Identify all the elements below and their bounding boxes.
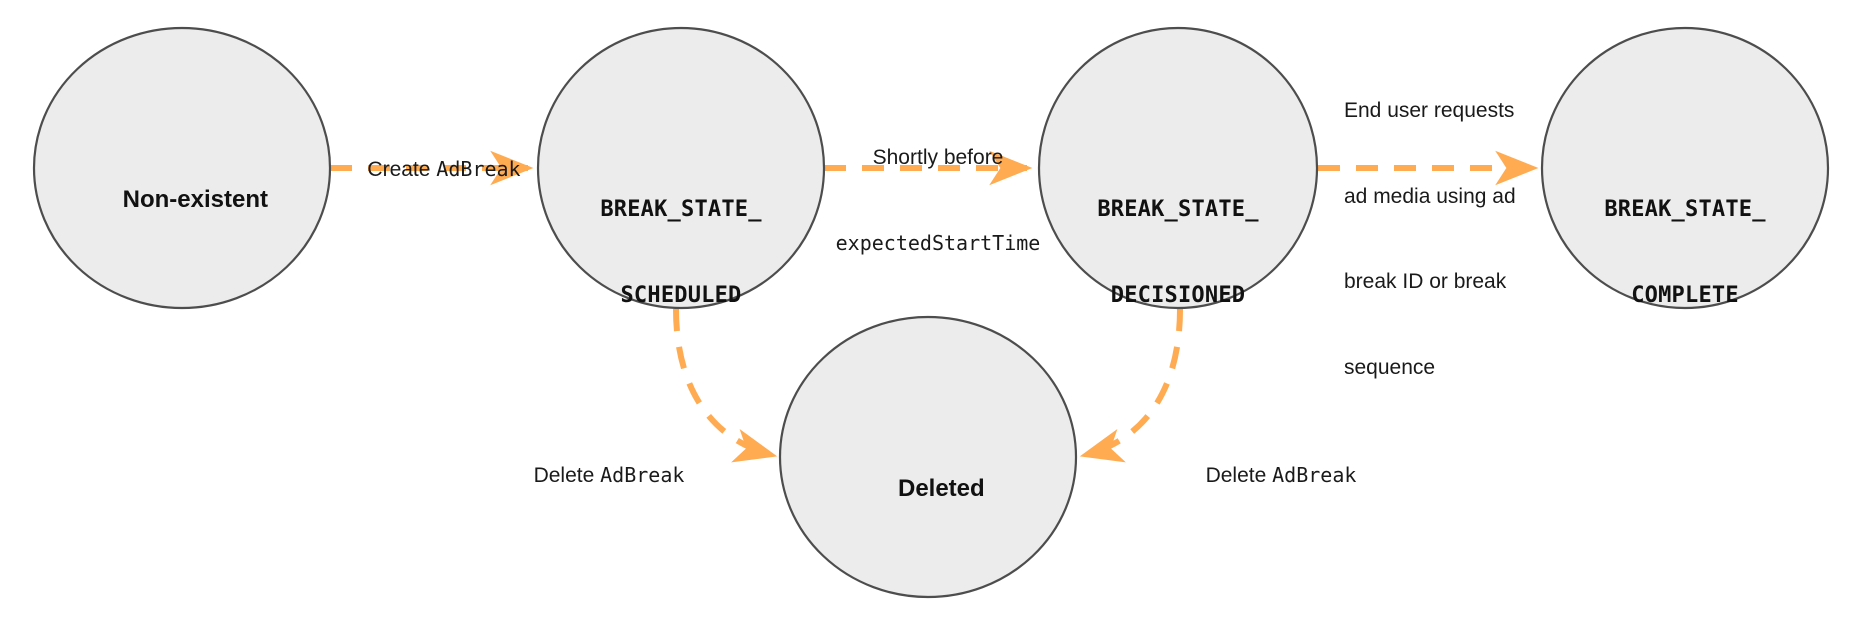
edge-label-end-user-line1: End user requests: [1344, 99, 1515, 123]
edge-label-create-adbreak-code: AdBreak: [436, 157, 521, 182]
edge-label-delete-scheduled-line1: Delete AdBreak: [519, 462, 699, 491]
edge-label-shortly-before: Shortly before expectedStartTime: [833, 87, 1043, 314]
edge-label-end-user-line4: sequence: [1344, 356, 1436, 380]
edge-label-shortly-before-line1: Shortly before: [872, 146, 1004, 170]
edge-label-end-user-line3: break ID or break: [1344, 270, 1507, 294]
edge-label-expected-start-time-line2: expectedStartTime: [835, 230, 1041, 255]
edge-label-create-adbreak-plain: Create: [367, 158, 437, 182]
edge-label-delete-scheduled-plain: Delete: [533, 464, 601, 488]
edge-label-delete-adbreak-scheduled: Delete AdBreak: [519, 405, 699, 548]
edge-layer: [330, 150, 1539, 463]
edge-label-delete-decisioned-plain: Delete: [1205, 464, 1273, 488]
edge-label-delete-decisioned-line1: Delete AdBreak: [1191, 462, 1371, 491]
edge-label-create-adbreak: Create AdBreak: [349, 99, 539, 242]
edge-delete-from-decisioned-line: [1079, 308, 1183, 463]
edge-delete-from-scheduled-line: [673, 308, 778, 463]
edge-label-create-adbreak-line1: Create AdBreak: [349, 156, 539, 185]
node-non-existent[interactable]: [32, 26, 332, 310]
node-break-state-complete[interactable]: [1540, 26, 1830, 310]
node-layer: [32, 26, 1830, 599]
edge-label-end-user-line2: ad media using ad: [1344, 184, 1516, 208]
edge-label-delete-decisioned-code: AdBreak: [1272, 463, 1357, 488]
node-break-state-scheduled[interactable]: [536, 26, 826, 310]
node-break-state-decisioned[interactable]: [1037, 26, 1319, 310]
node-deleted[interactable]: [778, 315, 1078, 599]
edge-label-end-user-requests: End user requests ad media using ad brea…: [1344, 40, 1544, 440]
edge-label-delete-scheduled-code: AdBreak: [600, 463, 685, 488]
edge-label-delete-adbreak-decisioned: Delete AdBreak: [1191, 405, 1371, 548]
